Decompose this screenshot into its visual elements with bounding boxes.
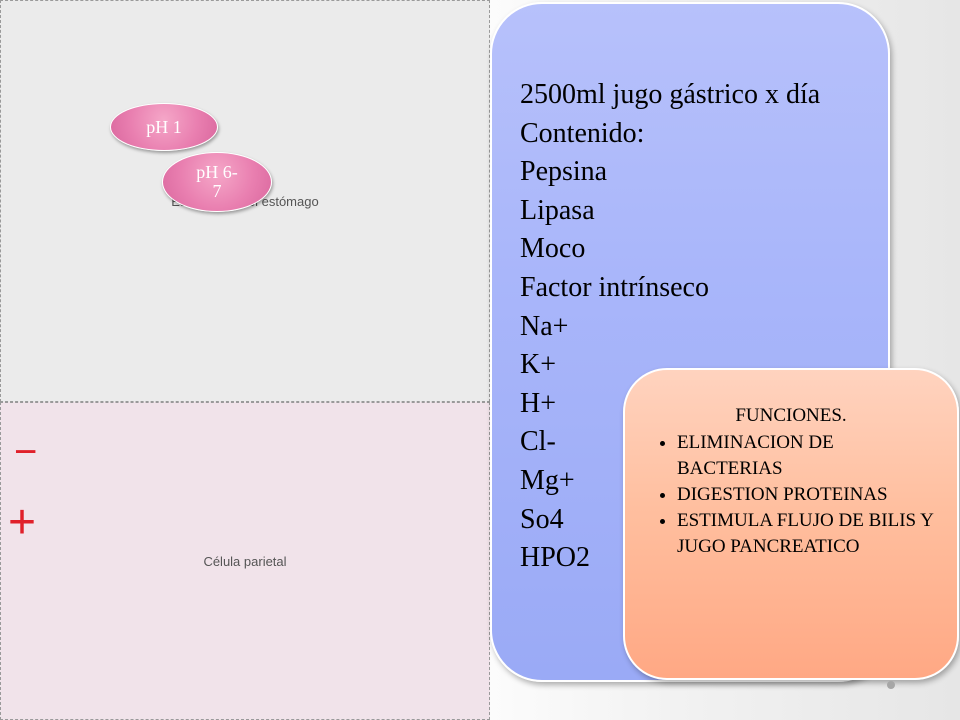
list-item: ESTIMULA FLUJO DE BILIS Y JUGO PANCREATI… [677,508,939,560]
list-item: Mg+ [520,464,575,496]
ph-bubble-antrum: pH 6-7 [162,152,272,212]
list-item: HPO2 [520,542,591,574]
ph-bubble-fundus: pH 1 [110,103,218,151]
list-item: K+ [520,349,557,381]
list-item: 2500ml jugo gástrico x día [520,79,821,110]
functions-panel: FUNCIONES. ELIMINACION DE BACTERIAS DIGE… [623,368,959,680]
list-item: Moco [520,233,586,265]
list-item: So4 [520,503,564,535]
list-item: Pepsina [520,156,608,188]
slide-dot [887,681,895,689]
list-item: DIGESTION PROTEINAS [677,482,939,508]
list-item: Lipasa [520,194,595,226]
stimulation-sign: + [8,496,37,549]
parietal-cell-figure: Célula parietal [0,402,490,720]
list-item: Contenido: [520,117,645,149]
list-item: Factor intrínseco [520,271,709,303]
ph-6-7-label: pH 6-7 [196,162,238,201]
list-item: Na+ [520,310,569,342]
functions-heading: FUNCIONES. [735,405,847,426]
gastric-juice-list: 2500ml jugo gástrico x día Contenido: Pe… [520,76,878,578]
ph-1-label: pH 1 [146,116,182,137]
inhibition-sign: − [14,430,38,474]
list-item: Cl- [520,426,556,458]
parietal-cell-title: Célula parietal [203,553,287,569]
list-item: H+ [520,387,557,419]
list-item: ELIMINACION DE BACTERIAS [677,430,939,482]
functions-list: ELIMINACION DE BACTERIAS DIGESTION PROTE… [643,430,939,560]
